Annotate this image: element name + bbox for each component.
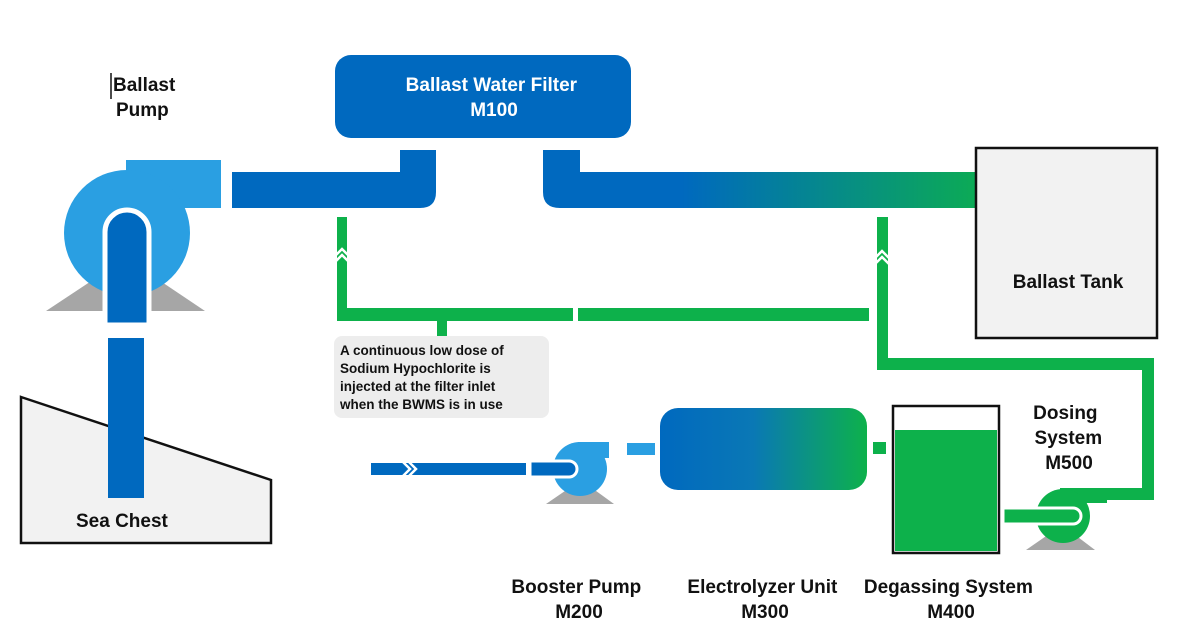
ballast-tank-label: Ballast Tank (1013, 272, 1124, 293)
note-box (334, 336, 549, 418)
electrolyzer-unit (660, 408, 867, 490)
suction-pipe (108, 338, 144, 498)
electrolyzer-label: Electrolyzer Unit M300 (687, 577, 842, 623)
sea-chest-label: Sea Chest (76, 511, 169, 532)
booster-feed-pipe (371, 463, 526, 475)
flow-up-icon-right (874, 249, 890, 265)
filter-inlet-pipe (232, 150, 436, 208)
note-text: A continuous low dose of Sodium Hypochlo… (339, 343, 508, 412)
booster-to-electrolyzer-pipe (627, 443, 655, 455)
booster-pump-volute (553, 442, 607, 496)
booster-pump-inlet (528, 459, 579, 479)
flow-up-icon-left (334, 247, 350, 263)
ballast-pump-suction-pipe (102, 207, 152, 328)
filter-box (335, 55, 631, 138)
ballast-tank-box (974, 146, 1159, 340)
flow-right-icon (402, 461, 418, 477)
degassing-label: Degassing System M400 (864, 577, 1038, 623)
degassing-tank (891, 404, 1001, 555)
booster-pump-label: Booster Pump M200 (511, 577, 646, 623)
dosing-pump-inlet (1001, 506, 1083, 526)
sea-chest-box (19, 395, 273, 545)
filter-label: Ballast Water Filter M100 (406, 75, 583, 121)
ballast-pump-label: Ballast Pump (113, 75, 181, 121)
dosing-system-label: Dosing System M500 (1033, 403, 1107, 474)
booster-pump (528, 442, 614, 504)
ballast-pump (46, 160, 221, 328)
filter-outlet-pipe (543, 150, 1006, 208)
dosing-pump (1001, 488, 1107, 550)
